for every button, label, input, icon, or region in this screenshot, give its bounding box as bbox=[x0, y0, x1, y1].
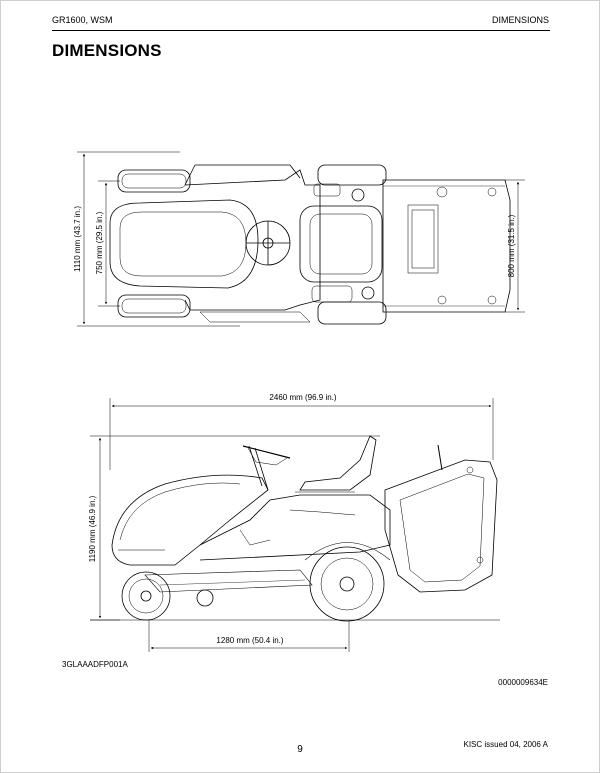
page-number: 9 bbox=[297, 744, 303, 755]
overall-width-label: 1110 mm (43.7 in.) bbox=[73, 206, 82, 272]
overall-length-label: 2460 mm (96.9 in.) bbox=[269, 393, 336, 402]
tread-label: 750 mm (29.5 in.) bbox=[95, 211, 104, 274]
wheelbase-label: 1280 mm (50.4 in.) bbox=[216, 636, 283, 645]
issue-note: KISC issued 04, 2006 A bbox=[463, 740, 549, 749]
header-section: DIMENSIONS bbox=[491, 15, 549, 25]
side-view-dimensions bbox=[90, 398, 494, 652]
top-view-drawing bbox=[109, 164, 511, 325]
deck-width-label: 800 mm (31.5 in.) bbox=[507, 214, 516, 277]
side-view-drawing bbox=[90, 435, 500, 622]
document-code: 0000009634E bbox=[498, 678, 548, 687]
page-title: DIMENSIONS bbox=[52, 41, 162, 60]
top-view-dimensions bbox=[77, 151, 525, 327]
header-rule bbox=[52, 30, 550, 31]
overall-height-label: 1190 mm (46.9 in.) bbox=[88, 495, 97, 562]
header-model: GR1600, WSM bbox=[52, 15, 113, 25]
figure-code: 3GLAAADFP001A bbox=[62, 660, 128, 669]
